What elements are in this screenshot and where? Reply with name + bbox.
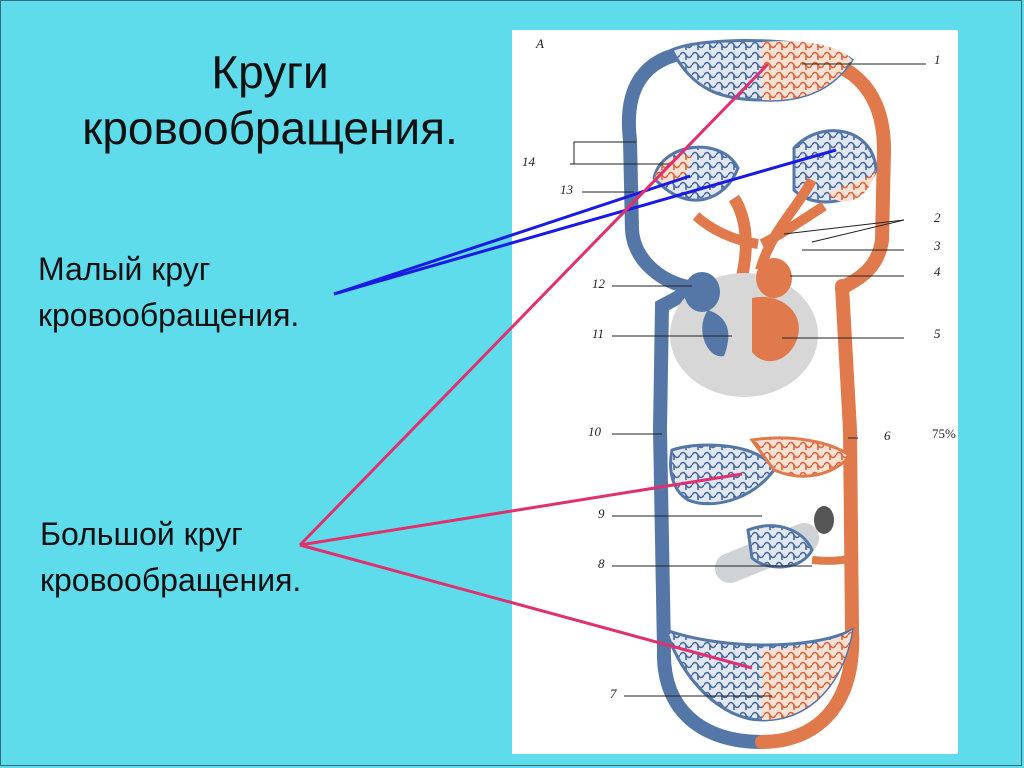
big-circle-label: Большой круг кровообращения. bbox=[40, 511, 301, 603]
big-circle-pointers bbox=[298, 62, 770, 670]
leader-lines bbox=[570, 63, 926, 697]
label-10: 10 bbox=[588, 424, 601, 439]
small-circle-label: Малый круг кровообращения. bbox=[38, 246, 299, 338]
title-line-2: кровообращения. bbox=[82, 102, 458, 154]
label-8: 8 bbox=[598, 556, 605, 571]
diagram-letter: А bbox=[536, 36, 544, 51]
right-atrium bbox=[684, 272, 720, 312]
left-ventricle bbox=[752, 296, 799, 362]
label-14: 14 bbox=[522, 154, 535, 169]
mesenteric-artery bbox=[811, 554, 854, 565]
pointer-right-lung bbox=[333, 148, 837, 296]
intestine-lumen bbox=[814, 506, 834, 534]
right-ventricle bbox=[702, 310, 729, 357]
intestinal-capillaries bbox=[746, 524, 814, 569]
circulation-diagram: А 1 2 3 4 5 6 75% 7 8 9 10 11 12 13 14 bbox=[512, 30, 958, 754]
trunk-arterial-capillaries bbox=[749, 436, 853, 478]
aortic-arch bbox=[728, 194, 752, 278]
leader-14 bbox=[570, 141, 672, 165]
big-circle-line-1: Большой круг bbox=[40, 516, 243, 552]
small-circle-pointers bbox=[333, 148, 837, 296]
small-circle-line-2: кровообращения. bbox=[38, 297, 300, 333]
label-1: 1 bbox=[934, 52, 941, 67]
big-circle-line-2: кровообращения. bbox=[40, 562, 302, 598]
label-5: 5 bbox=[934, 326, 941, 341]
label-2: 2 bbox=[934, 210, 941, 225]
leader-2b bbox=[811, 219, 905, 243]
label-6: 6 bbox=[884, 428, 891, 443]
circulation-drawing bbox=[570, 39, 926, 749]
label-12: 12 bbox=[592, 276, 605, 291]
label-11: 11 bbox=[592, 326, 605, 341]
upper-body-capillaries-arterial bbox=[762, 41, 852, 101]
slide-title: Круги кровообращения. bbox=[60, 44, 480, 156]
pointer-trunk bbox=[299, 472, 743, 547]
pointer-left-lung bbox=[333, 174, 691, 296]
label-13: 13 bbox=[560, 182, 573, 197]
label-4: 4 bbox=[934, 264, 941, 279]
lower-body-capillaries-arterial bbox=[762, 630, 852, 720]
label-3: 3 bbox=[934, 238, 941, 253]
label-9: 9 bbox=[598, 506, 605, 521]
pulmonary-branch bbox=[755, 177, 817, 272]
label-7: 7 bbox=[610, 686, 617, 701]
leader-2a bbox=[783, 219, 905, 235]
inferior-vena-cava bbox=[652, 285, 769, 749]
percent-mark: 75% bbox=[932, 426, 956, 441]
right-lung-capillaries-arterial bbox=[828, 170, 876, 202]
pointer-upper-body bbox=[298, 62, 770, 547]
pointer-lower-body bbox=[299, 543, 753, 670]
small-circle-line-1: Малый круг bbox=[38, 251, 211, 287]
title-line-1: Круги bbox=[211, 46, 329, 98]
superior-vena-cava bbox=[622, 45, 697, 299]
left-atrium bbox=[756, 258, 792, 298]
left-lung-capillaries-arterial bbox=[654, 154, 692, 184]
